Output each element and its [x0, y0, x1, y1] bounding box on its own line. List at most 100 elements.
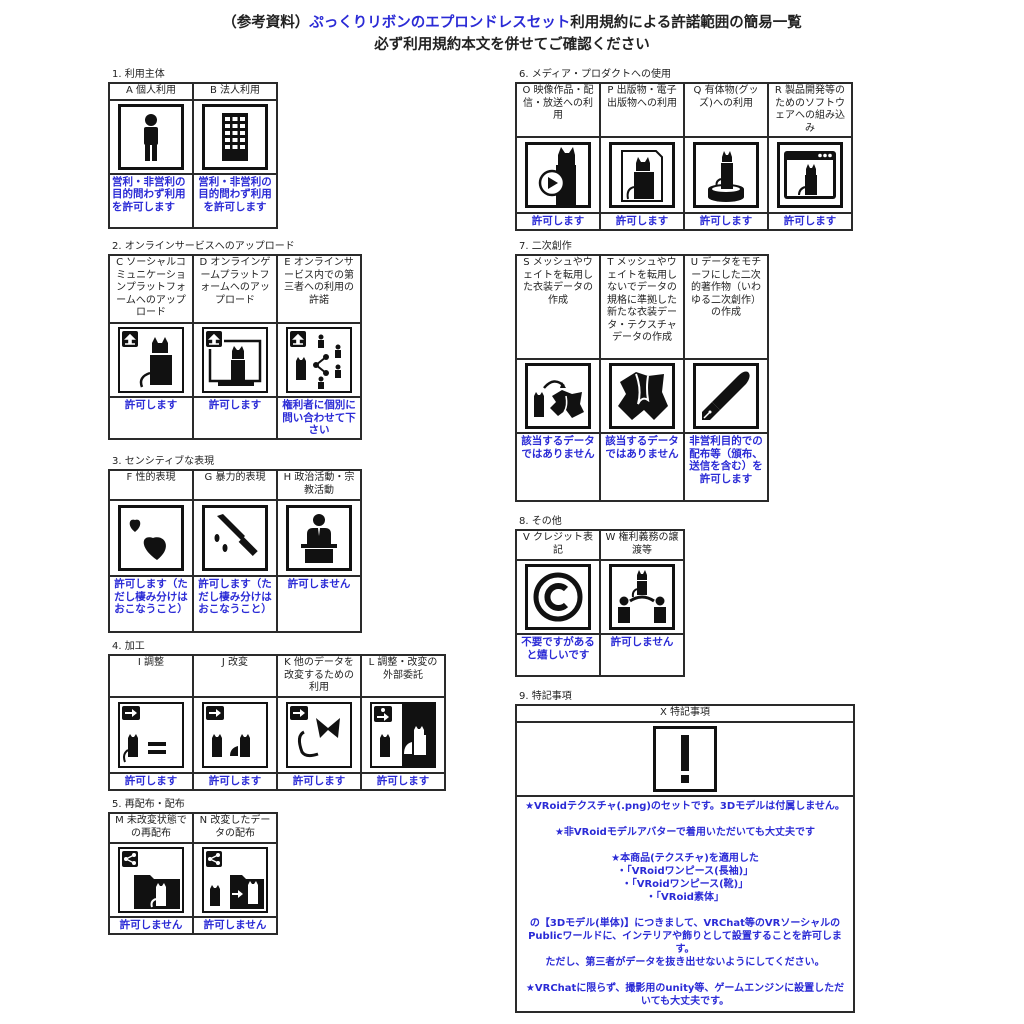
item-header-o: O 映像作品・配信・放送への利用	[522, 85, 594, 121]
item-header-b: B 法人利用	[209, 85, 261, 96]
section-sensitive-expression: 3. センシティブな表現 F 性的表現 G 暴力的表現 H 政治活動・宗教活動 …	[108, 455, 362, 633]
item-header-g: G 暴力的表現	[204, 472, 266, 483]
section-usage-subject: 1. 利用主体 A 個人利用 B 法人利用 営利・非営利の目的問わず利用を許可し…	[108, 68, 278, 229]
section-table: I 調整 J 改変 K 他のデータを改変するための利用 L 調整・改変の外部委託…	[108, 654, 446, 791]
item-header-i: I 調整	[137, 657, 165, 668]
section-table: A 個人利用 B 法人利用 営利・非営利の目的問わず利用を許可します 営利・非営…	[108, 82, 278, 229]
knife-icon	[202, 505, 268, 571]
item-header-c: C ソーシャルコミュニケーションプラットフォームへのアップロード	[116, 257, 186, 318]
special-notes-text: ★VRoidテクスチャ(.png)のセットです。3Dモデルは付属しません。 ★非…	[517, 797, 853, 1011]
upload-avatar-icon	[118, 327, 184, 393]
item-answer-r: 許可します	[783, 215, 837, 227]
item-header-f: F 性的表現	[126, 472, 176, 483]
podium-speaker-icon	[286, 505, 352, 571]
section-special-notes: 9. 特記事項 X 特記事項 ★VRoidテクスチャ(.png)のセットです。3…	[515, 690, 855, 1013]
software-window-icon	[777, 142, 843, 208]
section-label: 4. 加工	[112, 641, 145, 652]
item-header-e: E オンラインサービス内での第三者への利用の許諾	[284, 257, 354, 306]
item-header-p: P 出版物・電子出版物への利用	[607, 85, 677, 109]
item-answer-v: 不要ですがあると嬉しいです	[521, 636, 595, 661]
item-answer-h: 許可しません	[287, 578, 351, 590]
item-header-m: M 未改変状態での再配布	[115, 815, 187, 839]
hearts-icon	[118, 505, 184, 571]
note-item-longsleeve: ・「VRoidワンピース(長袖)」	[616, 866, 754, 877]
share-modified-icon	[202, 847, 268, 913]
section-label: 6. メディア・プロダクトへの使用	[519, 69, 672, 80]
figure-stand-icon	[693, 142, 759, 208]
share-folder-icon	[118, 847, 184, 913]
adjust-equals-icon	[118, 702, 184, 768]
note-applied-product: ★本商品(テクスチャ)を適用した	[611, 853, 759, 864]
item-header-h: H 政治活動・宗教活動	[283, 472, 355, 496]
item-answer-f: 許可します（ただし棲み分けはおこなうこと）	[114, 578, 188, 615]
note-no-extraction: ただし、第三者がデータを抜き出せないようにしてください。	[545, 957, 825, 968]
fountain-pen-icon	[693, 363, 759, 429]
section-other: 8. その他 V クレジット表記 W 権利義務の譲渡等 不要ですがあると嬉しいで…	[515, 515, 685, 677]
item-header-l: L 調整・改変の外部委託	[368, 657, 438, 681]
item-header-s: S メッシュやウェイトを転用した衣装データの作成	[523, 257, 593, 306]
item-answer-q: 許可します	[699, 215, 753, 227]
item-answer-g: 許可します（ただし棲み分けはおこなうこと）	[198, 578, 272, 615]
item-header-k: K 他のデータを改変するための利用	[284, 657, 354, 693]
title-prefix: （参考資料）	[222, 15, 310, 31]
item-header-n: N 改変したデータの配布	[199, 815, 271, 839]
item-header-q: Q 有体物(グッズ)への利用	[693, 85, 759, 109]
item-answer-p: 許可します	[615, 215, 669, 227]
note-item-body: ・「VRoid素体」	[646, 892, 724, 903]
section-derivative-works: 7. 二次創作 S メッシュやウェイトを転用した衣装データの作成 T メッシュや…	[515, 240, 769, 502]
upload-share-icon	[286, 327, 352, 393]
title-line-2: 必ず利用規約本文を併せてご確認ください	[374, 37, 650, 53]
exclamation-icon	[653, 726, 717, 792]
note-world-placement: の【3Dモデル(単体)】につきまして、VRChat等のVRソーシャルのPubli…	[528, 918, 842, 955]
item-answer-l: 許可します	[376, 775, 430, 787]
item-answer-d: 許可します	[208, 399, 262, 411]
item-answer-c: 許可します	[124, 399, 178, 411]
video-play-icon	[525, 142, 591, 208]
item-answer-u: 非営利目的での配布等（頒布、送信を含む）を許可します	[689, 435, 763, 485]
avatar-to-clothing-icon	[525, 363, 591, 429]
section-label: 7. 二次創作	[519, 241, 572, 252]
section-label: 5. 再配布・配布	[112, 799, 185, 810]
product-name: ぷっくりリボンのエプロンドレスセット	[309, 15, 571, 31]
section-redistribution: 5. 再配布・配布 M 未改変状態での再配布 N 改変したデータの配布 許可しま…	[108, 798, 278, 935]
title-line-1: （参考資料）ぷっくりリボンのエプロンドレスセット利用規約による許諾範囲の簡易一覧	[0, 12, 1024, 34]
item-header-v: V クレジット表記	[522, 532, 594, 556]
section-table: O 映像作品・配信・放送への利用 P 出版物・電子出版物への利用 Q 有体物(グ…	[515, 82, 853, 231]
section-label: 1. 利用主体	[112, 69, 165, 80]
modify-ribbon-icon	[286, 702, 352, 768]
transfer-rights-icon	[609, 564, 675, 630]
section-table: M 未改変状態での再配布 N 改変したデータの配布 許可しません 許可しません	[108, 812, 278, 935]
document-avatar-icon	[609, 142, 675, 208]
person-icon	[118, 103, 184, 170]
item-answer-n: 許可しません	[203, 919, 267, 931]
section-table: C ソーシャルコミュニケーションプラットフォームへのアップロード D オンライン…	[108, 254, 362, 440]
upload-monitor-icon	[202, 327, 268, 393]
note-item-shoes: ・「VRoidワンピース(靴)」	[621, 879, 749, 890]
item-answer-o: 許可します	[531, 215, 585, 227]
item-header-w: W 権利義務の譲渡等	[605, 532, 679, 556]
item-header-t: T メッシュやウェイトを転用しないでデータの規格に準拠した新たな衣装データ・テク…	[607, 257, 677, 343]
item-header-a: A 個人利用	[125, 85, 177, 96]
item-answer-k: 許可します	[292, 775, 346, 787]
section-online-upload: 2. オンラインサービスへのアップロード C ソーシャルコミュニケーションプラッ…	[108, 240, 362, 440]
item-answer-m: 許可しません	[119, 919, 183, 931]
section-table: F 性的表現 G 暴力的表現 H 政治活動・宗教活動 許可します（ただし棲み分け…	[108, 469, 362, 633]
item-header-u: U データをモチーフにした二次的著作物（いわゆる二次創作）の作成	[690, 257, 762, 318]
item-answer-w: 許可しません	[610, 636, 674, 648]
note-texture-set: ★VRoidテクスチャ(.png)のセットです。3Dモデルは付属しません。	[525, 801, 845, 812]
document-title: （参考資料）ぷっくりリボンのエプロンドレスセット利用規約による許諾範囲の簡易一覧…	[0, 12, 1024, 56]
item-answer-t: 該当するデータではありません	[605, 435, 679, 460]
item-answer-s: 該当するデータではありません	[521, 435, 595, 460]
section-label: 8. その他	[519, 516, 562, 527]
section-label: 9. 特記事項	[519, 691, 572, 702]
outsource-icon	[370, 702, 436, 768]
title-suffix: 利用規約による許諾範囲の簡易一覧	[570, 15, 802, 31]
building-icon	[202, 103, 268, 170]
item-answer-e: 権利者に個別に問い合わせて下さい	[282, 399, 356, 436]
section-media-products: 6. メディア・プロダクトへの使用 O 映像作品・配信・放送への利用 P 出版物…	[515, 68, 853, 231]
item-header-d: D オンラインゲームプラットフォームへのアップロード	[199, 257, 271, 306]
note-game-engine: ★VRChatに限らず、撮影用のunity等、ゲームエンジンに設置しただいても大…	[525, 983, 845, 1007]
copyright-icon	[525, 564, 591, 630]
section-label: 3. センシティブな表現	[112, 456, 215, 467]
modify-avatars-icon	[202, 702, 268, 768]
